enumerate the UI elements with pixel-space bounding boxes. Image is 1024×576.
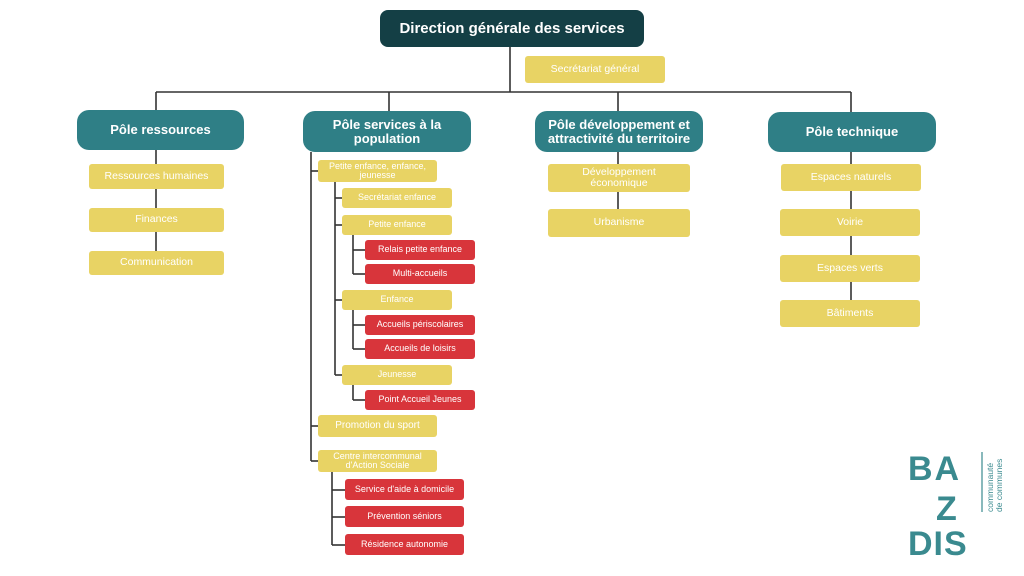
developpement-item-box: Urbanisme	[548, 209, 690, 237]
petite-enfance-item-label: Multi-accueils	[392, 268, 448, 279]
ressources-item-box: Communication	[89, 251, 224, 275]
technique-item-box: Voirie	[780, 209, 920, 236]
logo-letters-bottom: DIS	[908, 525, 968, 560]
enfance-label: Enfance	[380, 294, 414, 305]
technique-item-label: Voirie	[836, 215, 864, 228]
ressources-item-label: Communication	[120, 256, 193, 269]
pole-population-label: Pôle services à la population	[332, 116, 442, 146]
developpement-item-label: Urbanisme	[593, 216, 645, 229]
cias-item-box: Service d'aide à domicile	[345, 479, 464, 500]
cias-item-label: Prévention séniors	[367, 510, 442, 521]
logo-tagline-1: communauté	[985, 463, 995, 512]
petite-enfance-group-box: Petite enfance, enfance, jeunesse	[318, 160, 437, 182]
technique-item-label: Espaces verts	[817, 261, 883, 274]
pole-developpement-label: Pôle développement et attractivité du te…	[547, 116, 691, 146]
enfance-item-box: Accueils de loisirs	[365, 339, 475, 359]
jeunesse-item-box: Point Accueil Jeunes	[365, 390, 475, 410]
jeunesse-box: Jeunesse	[342, 365, 452, 385]
promotion-sport-box: Promotion du sport	[318, 415, 437, 437]
technique-item-box: Bâtiments	[780, 300, 920, 327]
pole-ressources-box: Pôle ressources	[77, 110, 244, 150]
technique-item-label: Espaces naturels	[810, 170, 892, 183]
petite-enfance-label: Petite enfance	[368, 219, 426, 230]
technique-item-label: Bâtiments	[826, 306, 874, 319]
secretariat-enfance-box: Secrétariat enfance	[342, 188, 452, 208]
ressources-item-box: Ressources humaines	[89, 164, 224, 189]
secretariat-general-label: Secrétariat général	[550, 62, 640, 75]
promotion-sport-label: Promotion du sport	[335, 419, 420, 431]
pole-ressources-label: Pôle ressources	[110, 122, 211, 138]
cias-item-box: Prévention séniors	[345, 506, 464, 527]
direction-generale-label: Direction générale des services	[399, 19, 625, 37]
pole-developpement-box: Pôle développement et attractivité du te…	[535, 111, 703, 152]
pole-population-box: Pôle services à la population	[303, 111, 471, 152]
bazadais-logo: BA Z DIS communauté de communes	[908, 450, 1004, 560]
petite-enfance-item-box: Relais petite enfance	[365, 240, 475, 260]
developpement-item-box: Développement économique	[548, 164, 690, 192]
enfance-item-box: Accueils périscolaires	[365, 315, 475, 335]
petite-enfance-item-box: Multi-accueils	[365, 264, 475, 284]
secretariat-enfance-label: Secrétariat enfance	[357, 192, 437, 203]
logo-tagline-2: de communes	[994, 459, 1004, 512]
enfance-box: Enfance	[342, 290, 452, 310]
developpement-item-label: Développement économique	[582, 165, 656, 189]
secretariat-general-box: Secrétariat général	[525, 56, 665, 83]
petite-enfance-group-label: Petite enfance, enfance, jeunesse	[328, 160, 427, 180]
logo-letters-mid: Z	[936, 490, 957, 528]
petite-enfance-item-label: Relais petite enfance	[377, 244, 463, 255]
logo-letters-top: BA	[908, 450, 961, 488]
jeunesse-label: Jeunesse	[377, 369, 417, 380]
cias-item-label: Résidence autonomie	[360, 538, 449, 549]
cias-item-box: Résidence autonomie	[345, 534, 464, 555]
pole-technique-label: Pôle technique	[805, 124, 899, 140]
cias-box: Centre intercommunal d'Action Sociale	[318, 450, 437, 472]
pole-technique-box: Pôle technique	[768, 112, 936, 152]
ressources-item-box: Finances	[89, 208, 224, 232]
cias-item-label: Service d'aide à domicile	[354, 483, 455, 494]
petite-enfance-box: Petite enfance	[342, 215, 452, 235]
technique-item-box: Espaces naturels	[781, 164, 921, 191]
jeunesse-item-label: Point Accueil Jeunes	[378, 394, 462, 405]
cias-label: Centre intercommunal d'Action Sociale	[333, 450, 422, 470]
technique-item-box: Espaces verts	[780, 255, 920, 282]
ressources-item-label: Ressources humaines	[104, 169, 209, 182]
enfance-item-label: Accueils périscolaires	[376, 319, 464, 330]
enfance-item-label: Accueils de loisirs	[384, 343, 456, 354]
ressources-item-label: Finances	[135, 213, 178, 226]
direction-generale-box: Direction générale des services	[380, 10, 644, 47]
